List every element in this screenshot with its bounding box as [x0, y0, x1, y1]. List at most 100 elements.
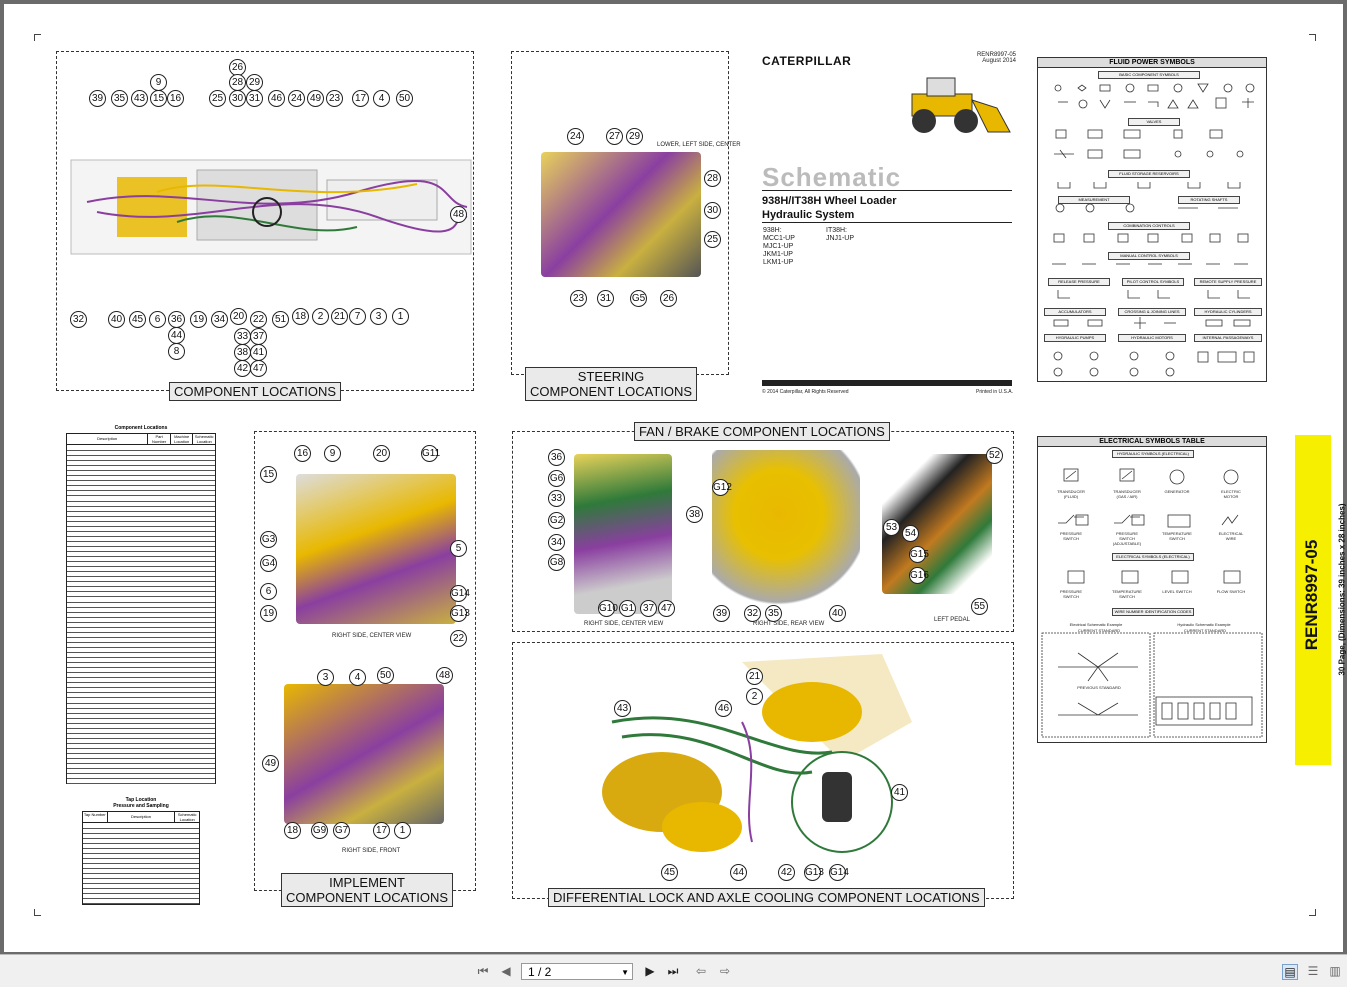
callout: 9: [150, 74, 167, 91]
table-row: [83, 843, 199, 849]
last-page-icon[interactable]: ⏭: [667, 964, 679, 978]
serial-938: 938H: MCC1-UP MJC1-UP JKM1-UP LKM1-UP: [763, 227, 795, 267]
fluid-section: ROTATING SHAFTS: [1178, 196, 1240, 204]
callout: G7: [333, 822, 350, 839]
callout: 40: [829, 605, 846, 622]
callout: 16: [167, 90, 184, 107]
callout: 55: [971, 598, 988, 615]
standard-label: PREVIOUS STANDARD: [1077, 685, 1121, 690]
table-row: [67, 748, 215, 754]
single-page-view-icon[interactable]: ▤: [1282, 964, 1298, 980]
callout: 26: [660, 290, 677, 307]
callout: 21: [746, 668, 763, 685]
standard-label: CURRENT STANDARD: [1183, 628, 1227, 633]
schematic-title: Schematic: [762, 162, 902, 192]
callout: 7: [349, 308, 366, 325]
table-row: [67, 652, 215, 659]
table-row: [67, 738, 215, 744]
callout: 46: [268, 90, 285, 107]
symbol-caption: LEVEL SWITCH: [1162, 589, 1192, 594]
fluid-symbols-title: FLUID POWER SYMBOLS: [1038, 58, 1266, 68]
continuous-view-icon[interactable]: ☰: [1307, 964, 1319, 978]
table-row: [83, 878, 199, 884]
model-line1: 938H/IT38H Wheel Loader: [762, 195, 897, 207]
viewer-toolbar: ⏮ ◀ 1 / 2 ▼ ▶ ⏭ ⇦ ⇨ ▤ ☰ ▥: [0, 954, 1347, 987]
table-row: [67, 602, 215, 608]
table-row: [67, 586, 215, 593]
callout: G14: [829, 864, 849, 881]
table-row: [67, 536, 215, 542]
table-row: [83, 898, 199, 904]
callout: G2: [548, 512, 565, 529]
serial-number: MCC1-UP: [763, 235, 795, 242]
callout: G5: [630, 290, 647, 307]
registration-mark: [34, 909, 41, 916]
callout: G10: [598, 600, 618, 617]
steering-view-caption: LOWER, LEFT SIDE, CENTER: [657, 142, 741, 148]
page-selector[interactable]: 1 / 2 ▼: [521, 963, 633, 980]
callout: 6: [149, 311, 166, 328]
callout: 29: [626, 128, 643, 145]
table-row: [67, 713, 215, 719]
table-row: [67, 566, 215, 573]
fluid-section: HYDRAULIC MOTORS: [1118, 334, 1186, 342]
callout: 5: [450, 540, 467, 557]
table-row: [83, 848, 199, 854]
table-row: [67, 763, 215, 770]
callout: 18: [284, 822, 301, 839]
callout: 41: [891, 784, 908, 801]
callout: G11: [421, 445, 440, 462]
callout: 48: [450, 206, 467, 223]
table-row: [83, 858, 199, 864]
symbol-caption: ELECTRIC MOTOR: [1221, 489, 1241, 499]
fan-view-caption: RIGHT SIDE, REAR VIEW: [753, 621, 825, 627]
callout: 43: [131, 90, 148, 107]
first-page-icon[interactable]: ⏮: [477, 964, 489, 978]
table-row: [67, 703, 215, 709]
callout: 35: [765, 605, 782, 622]
callout: 54: [902, 525, 919, 542]
callout: 42: [778, 864, 795, 881]
table-row: [83, 893, 199, 899]
previous-page-icon[interactable]: ◀: [501, 964, 511, 978]
col-header: Schematic Location: [192, 434, 215, 444]
table-row: [67, 667, 215, 674]
component-locations-table: Component Locations Description Part Num…: [66, 425, 216, 785]
symbol-caption: ELECTRICAL WIRE: [1218, 531, 1244, 541]
table-row: [67, 455, 215, 462]
callout: 19: [190, 311, 207, 328]
two-page-view-icon[interactable]: ▥: [1329, 964, 1341, 978]
callout: 1: [394, 822, 411, 839]
callout: 34: [211, 311, 228, 328]
symbol-caption: TEMPERATURE SWITCH: [1112, 589, 1142, 599]
fluid-section: INTERNAL PASSAGEWAYS: [1194, 334, 1262, 342]
tap-table-header: Tap Number Description Schematic Locatio…: [83, 812, 199, 823]
callout: 31: [597, 290, 614, 307]
col-header: Machine Location: [169, 434, 193, 444]
brand-logo: CATERPILLAR: [762, 54, 852, 68]
fluid-section: RELEASE PRESSURE: [1048, 278, 1110, 286]
fluid-section: ACCUMULATORS: [1044, 308, 1106, 316]
callout: 17: [352, 90, 369, 107]
table-row: [83, 853, 199, 859]
go-forward-icon[interactable]: ⇨: [719, 964, 731, 978]
title-bar: [762, 380, 1012, 386]
callout: G13: [804, 864, 824, 881]
document-side-tab: RENR8997-05 30 Page, (Dimensions: 39 inc…: [1295, 435, 1347, 765]
table-row: [67, 485, 215, 492]
table-row: [67, 516, 215, 522]
callout: 30: [229, 90, 246, 107]
callout: 44: [730, 864, 747, 881]
table-row: [67, 617, 215, 623]
electrical-symbol-grid: [1041, 468, 1263, 738]
callout: 28: [229, 74, 246, 91]
callout: 24: [567, 128, 584, 145]
registration-mark: [1309, 909, 1316, 916]
page-indicator: 1 / 2: [528, 965, 552, 979]
symbol-caption: FLOW SWITCH: [1216, 589, 1246, 594]
go-back-icon[interactable]: ⇦: [695, 964, 707, 978]
col-header: Part Number: [147, 434, 170, 444]
next-page-icon[interactable]: ▶: [645, 964, 655, 978]
callout: 51: [272, 311, 289, 328]
callout: 31: [246, 90, 263, 107]
